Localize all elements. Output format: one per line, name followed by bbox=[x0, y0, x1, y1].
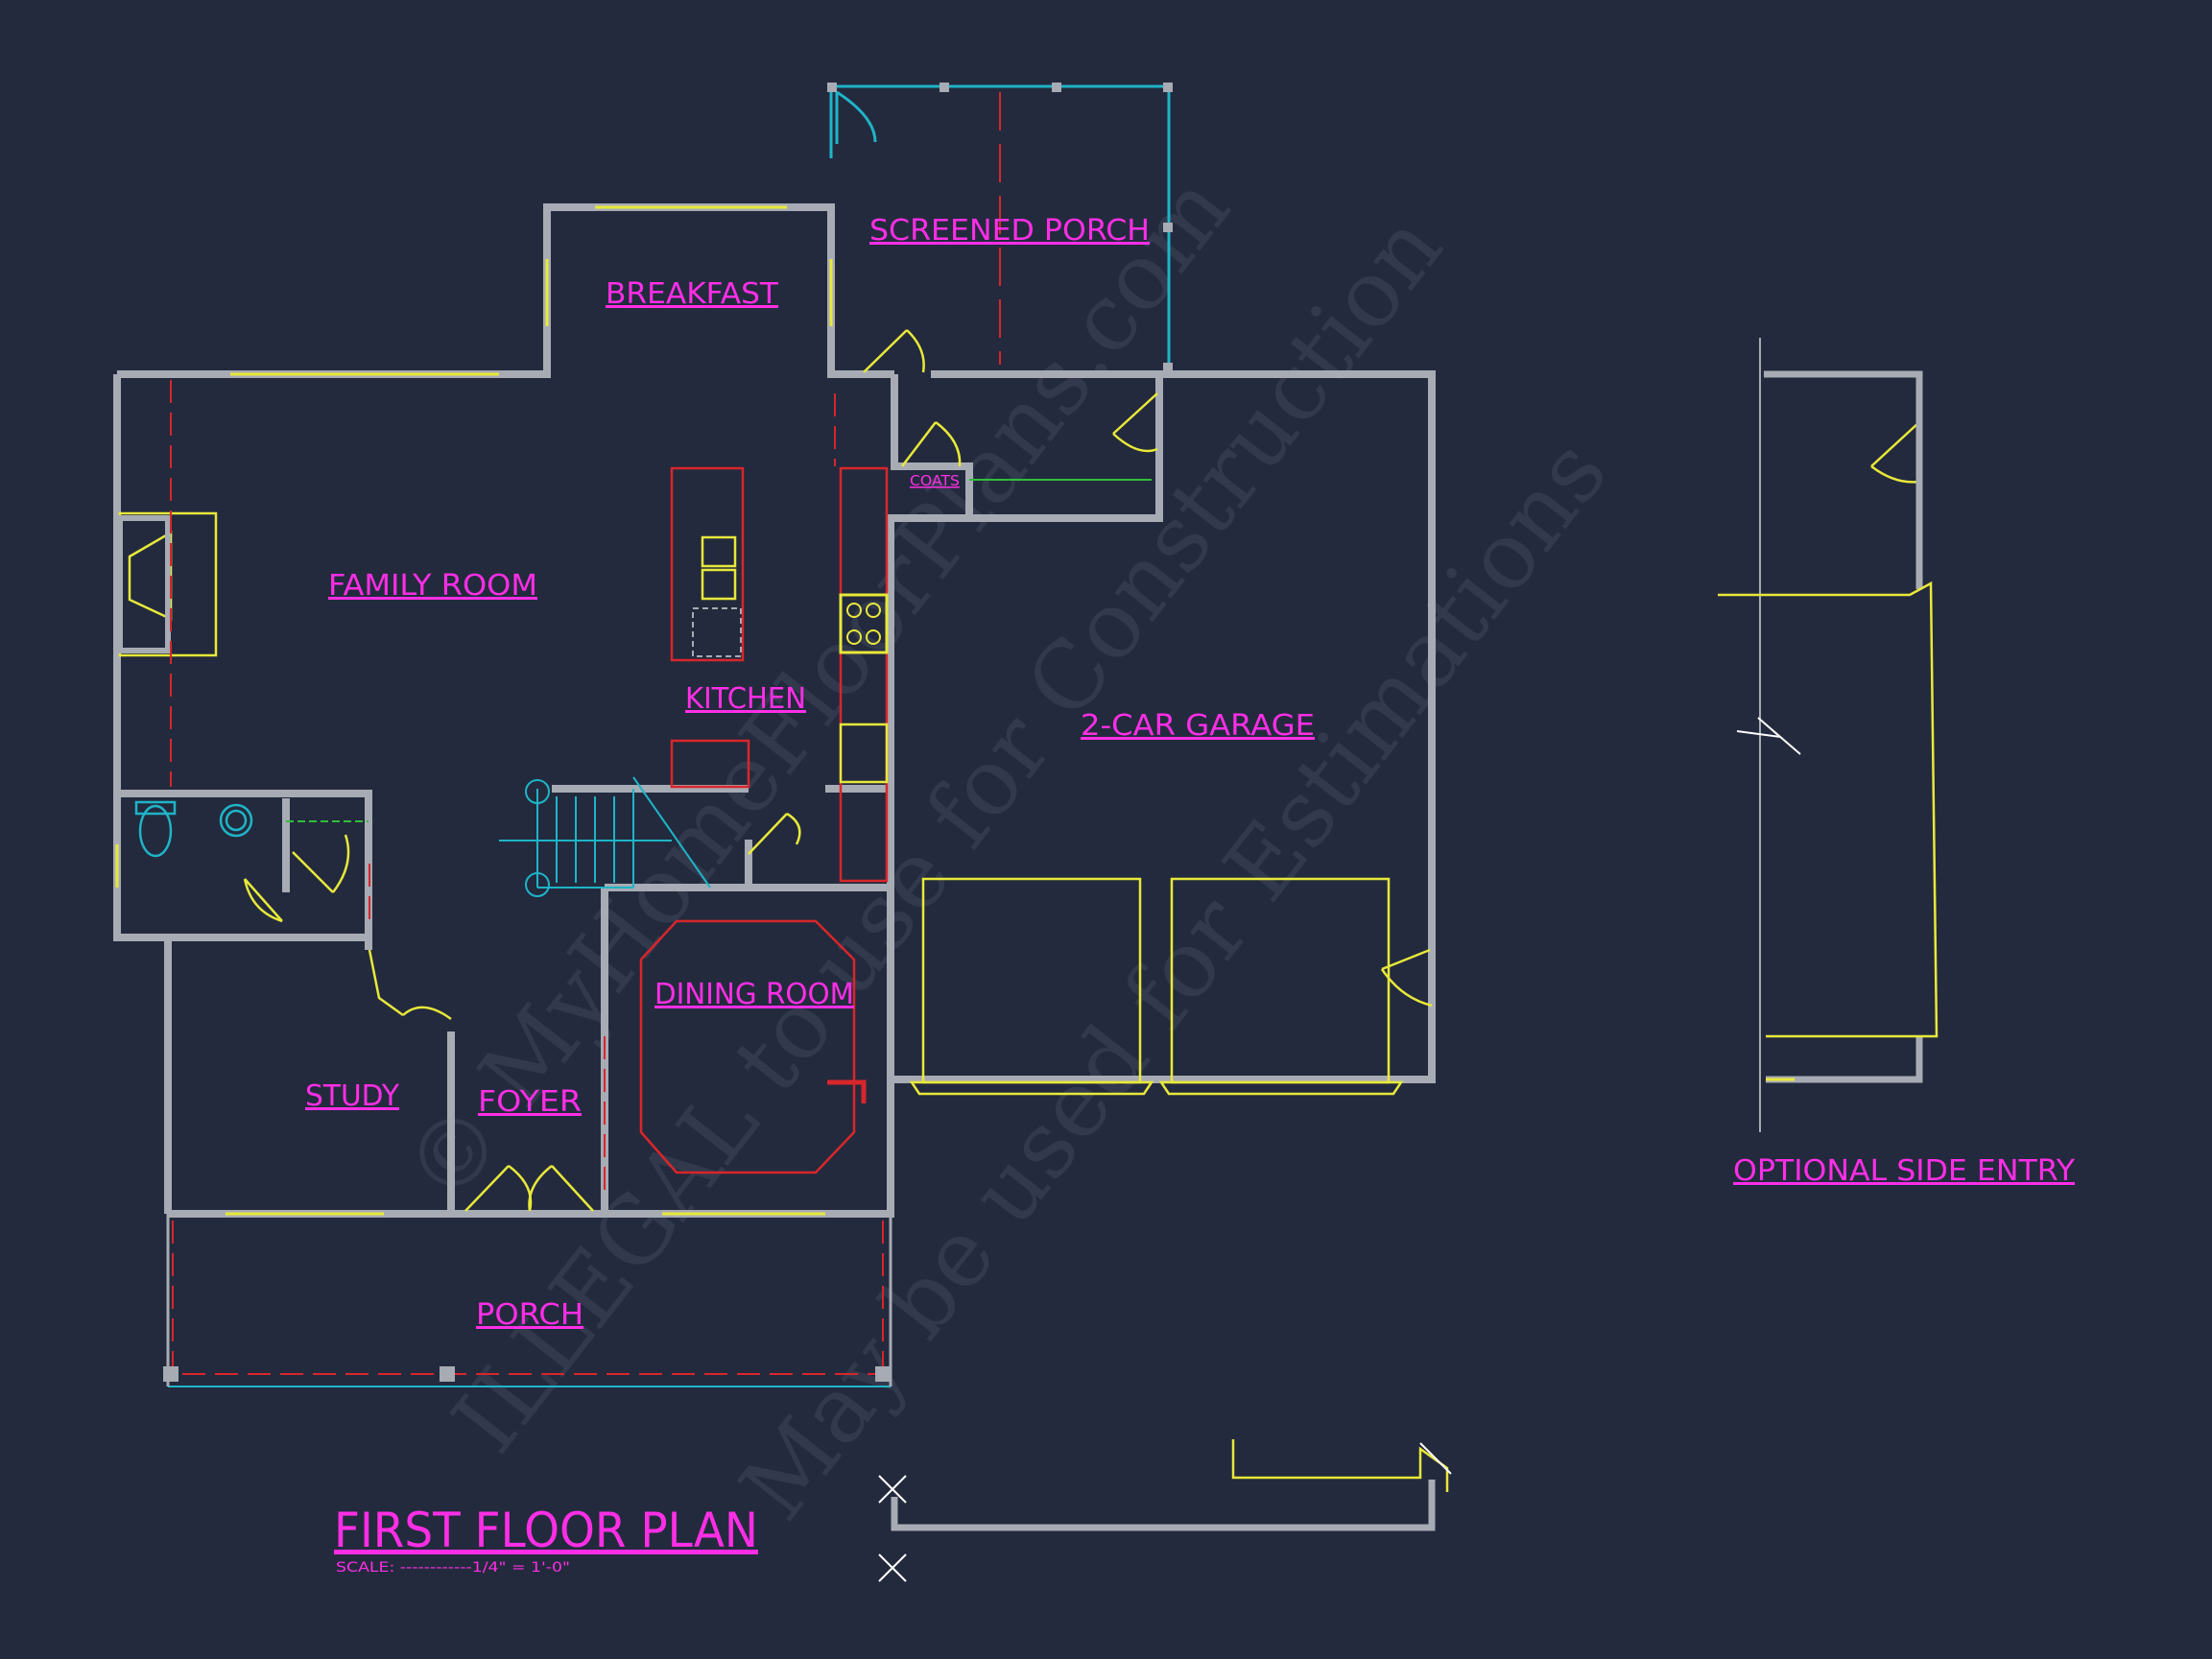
porch-column bbox=[163, 1366, 178, 1382]
fireplace bbox=[117, 511, 218, 657]
porch-column bbox=[875, 1366, 891, 1382]
door-garage-mud bbox=[1112, 392, 1158, 453]
post bbox=[1052, 83, 1061, 92]
room-labels: BREAKFAST SCREENED PORCH FAMILY ROOM KIT… bbox=[305, 214, 2076, 1332]
label-study: STUDY bbox=[305, 1079, 400, 1113]
door-half-bath bbox=[243, 878, 283, 923]
door-front-right bbox=[528, 1165, 594, 1212]
dining-tray-ceiling bbox=[639, 919, 856, 1174]
break-marks bbox=[878, 1442, 1452, 1582]
toilet-icon bbox=[138, 804, 173, 858]
island-dishwasher bbox=[692, 607, 742, 657]
chimney bbox=[117, 515, 171, 653]
door-breakfast-porch bbox=[863, 329, 925, 373]
optional-side-entry-detail bbox=[1718, 338, 1938, 1132]
stair-stringer bbox=[536, 789, 634, 889]
label-dining-room: DINING ROOM bbox=[654, 978, 854, 1011]
plan-title: FIRST FLOOR PLAN bbox=[334, 1503, 758, 1558]
partial-yellow bbox=[1231, 1439, 1449, 1492]
post bbox=[1163, 363, 1173, 372]
label-foyer: FOYER bbox=[478, 1085, 582, 1119]
front-porch bbox=[163, 1214, 892, 1387]
label-breakfast: BREAKFAST bbox=[606, 277, 779, 311]
partial-wall-detail bbox=[878, 1439, 1452, 1582]
newel-post bbox=[525, 779, 550, 804]
post bbox=[1163, 223, 1173, 232]
post bbox=[827, 83, 837, 92]
screened-porch-door bbox=[835, 90, 877, 144]
optional-garage-door bbox=[1718, 581, 1938, 1038]
refrigerator bbox=[839, 723, 889, 784]
cooktop bbox=[839, 593, 889, 654]
burner bbox=[866, 629, 881, 645]
door-study bbox=[368, 949, 452, 1021]
garage-wall bbox=[891, 370, 1436, 1083]
sink-drain bbox=[225, 809, 248, 832]
post bbox=[1163, 83, 1173, 92]
post bbox=[940, 83, 949, 92]
dining-bay bbox=[827, 1079, 867, 1103]
study-wall bbox=[168, 934, 455, 1214]
walls bbox=[113, 203, 1436, 1218]
garage-door-header-left bbox=[909, 1080, 1154, 1096]
sink-icon bbox=[219, 803, 253, 838]
kitchen-island bbox=[670, 466, 745, 662]
door-optional bbox=[1870, 421, 1921, 489]
door-coats bbox=[901, 420, 962, 467]
dining-ceiling bbox=[639, 919, 867, 1174]
stair-wall bbox=[552, 785, 891, 888]
label-porch: PORCH bbox=[476, 1298, 583, 1332]
stair-storage bbox=[670, 739, 750, 789]
firebox bbox=[128, 530, 173, 621]
kitchen bbox=[286, 466, 1152, 883]
door-closet bbox=[292, 834, 350, 893]
burner bbox=[846, 603, 862, 618]
optional-wall bbox=[1764, 370, 1923, 1083]
partial-wall bbox=[891, 1480, 1436, 1531]
counter-run bbox=[839, 466, 889, 883]
exterior-wall-west bbox=[113, 374, 172, 1214]
optional-break-symbol bbox=[1736, 717, 1801, 755]
island-sink-top bbox=[701, 535, 737, 568]
stairs bbox=[499, 776, 711, 897]
label-coats: COATS bbox=[910, 472, 960, 489]
plan-scale: SCALE: ------------1/4" = 1'-0" bbox=[336, 1560, 570, 1576]
label-screened-porch: SCREENED PORCH bbox=[869, 214, 1150, 248]
garage-inner-wall bbox=[894, 374, 1163, 522]
island-sink-bottom bbox=[701, 568, 737, 601]
porch-column bbox=[440, 1366, 455, 1382]
garage-door-header-right bbox=[1158, 1080, 1404, 1096]
burner bbox=[866, 603, 881, 618]
door-garage-side bbox=[1380, 948, 1433, 1007]
bath-fixtures bbox=[134, 800, 253, 858]
garage-doors bbox=[909, 877, 1404, 1096]
stair-break bbox=[632, 776, 711, 889]
beams bbox=[170, 380, 884, 1375]
label-family-room: FAMILY ROOM bbox=[328, 569, 537, 603]
screen-posts bbox=[827, 83, 1173, 372]
doors bbox=[243, 329, 1921, 1212]
title-block: FIRST FLOOR PLAN SCALE: ------------1/4"… bbox=[334, 1503, 758, 1576]
door-stair-closet bbox=[748, 812, 801, 855]
label-optional-side-entry: OPTIONAL SIDE ENTRY bbox=[1733, 1154, 2076, 1188]
toilet-tank bbox=[134, 800, 177, 816]
burner bbox=[846, 629, 862, 645]
label-kitchen: KITCHEN bbox=[685, 682, 806, 716]
label-garage: 2-CAR GARAGE bbox=[1081, 709, 1315, 743]
newel-post bbox=[525, 872, 550, 897]
